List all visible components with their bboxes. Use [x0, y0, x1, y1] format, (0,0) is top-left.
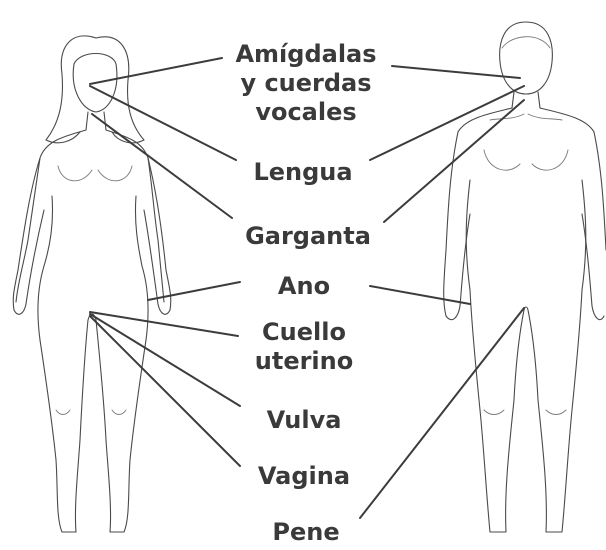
label-tongue: Lengua — [253, 158, 353, 186]
leader-anus-male — [369, 285, 471, 305]
label-tonsils-line1: Amígdalas — [235, 40, 377, 68]
leader-throat-female — [91, 113, 233, 219]
label-anus: Ano — [277, 272, 331, 300]
label-vagina: Vagina — [257, 462, 351, 490]
female-figure — [12, 35, 172, 533]
label-tonsils-line3: vocales — [255, 98, 357, 126]
male-body — [457, 107, 595, 533]
label-throat: Garganta — [245, 222, 371, 250]
male-hair — [501, 36, 551, 49]
male-chest — [483, 113, 569, 171]
leader-lines — [89, 57, 525, 519]
male-head — [499, 21, 553, 95]
label-tonsils: Amígdalas y cuerdas vocales — [235, 40, 376, 127]
leader-tongue-male — [369, 85, 525, 161]
leader-anus-female — [147, 281, 241, 301]
label-penis: Pene — [272, 518, 340, 546]
label-cervix-line1: Cuello — [262, 318, 346, 346]
male-figure — [443, 21, 606, 533]
male-knees — [483, 409, 567, 415]
leader-cervix — [89, 311, 239, 337]
leader-tonsils-male — [391, 65, 521, 79]
female-neck — [85, 111, 107, 131]
label-vulva: Vulva — [266, 406, 342, 434]
leader-tongue-female — [89, 85, 237, 161]
leader-throat-male — [383, 99, 525, 223]
female-body — [15, 129, 165, 533]
leader-vagina — [89, 315, 241, 467]
female-arms — [12, 157, 172, 315]
leader-penis — [359, 307, 525, 519]
female-chest — [57, 165, 133, 182]
female-knees — [55, 409, 127, 415]
label-cervix-line2: uterino — [254, 347, 354, 375]
label-cervix: Cuello uterino — [255, 318, 353, 376]
leader-vulva — [89, 313, 241, 407]
female-hair — [45, 35, 145, 144]
male-neck — [511, 91, 541, 109]
male-arms — [443, 131, 606, 321]
leader-tonsils-female — [89, 57, 223, 85]
label-tonsils-line2: y cuerdas — [240, 69, 372, 97]
